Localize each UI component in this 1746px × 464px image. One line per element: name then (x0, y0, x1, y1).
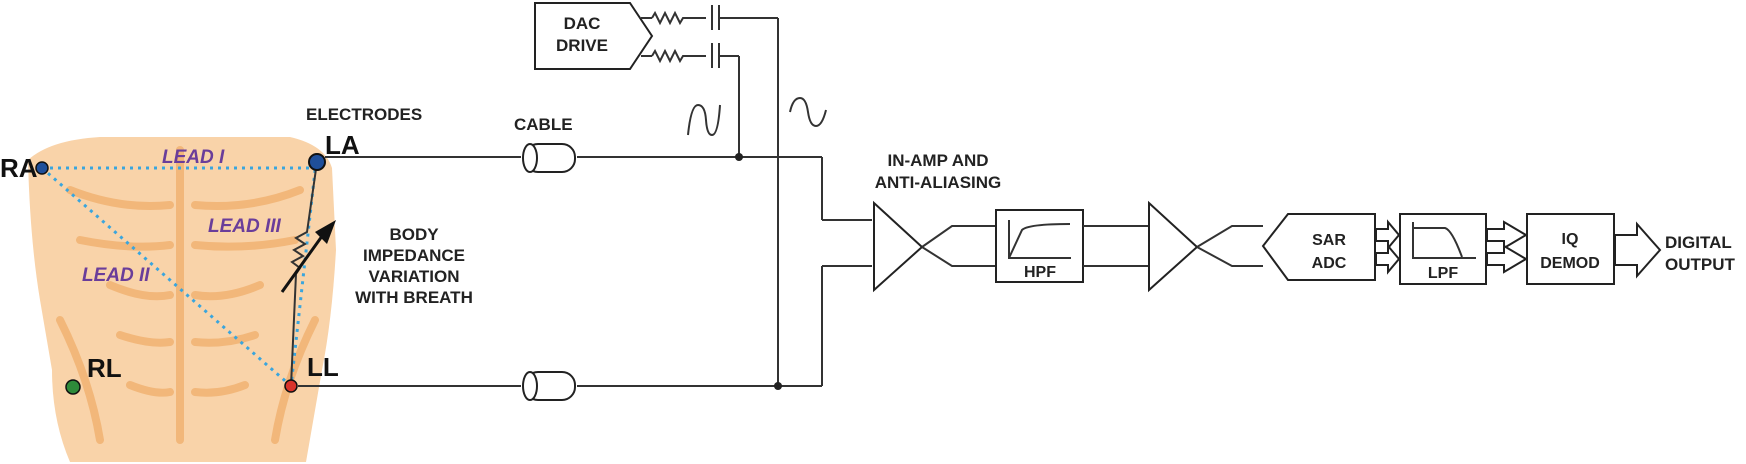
bus-arrow-icon (1375, 219, 1401, 251)
inamp-triangle-icon (873, 200, 924, 293)
lead-ii-label: LEAD II (82, 265, 150, 286)
lpf-block: LPF (1399, 213, 1487, 285)
junction-top-icon (735, 153, 743, 161)
bus-arrow-icon-4 (1486, 244, 1528, 274)
svg-text:IMPEDANCE: IMPEDANCE (363, 246, 465, 265)
electrode-la-icon (308, 153, 326, 171)
ra-label: RA (0, 153, 38, 183)
resistor-icon-2 (651, 48, 706, 64)
impedance-path (280, 161, 336, 387)
ll-label: LL (307, 352, 339, 382)
cable-label: CABLE (514, 115, 573, 134)
svg-text:SAR: SAR (1312, 232, 1346, 249)
svg-text:VARIATION: VARIATION (369, 267, 460, 286)
inamp-label-line2: ANTI-ALIASING (875, 173, 1002, 192)
lead-i-label: LEAD I (162, 147, 225, 168)
bus-arrow-icon-2 (1375, 243, 1401, 275)
la-label: LA (325, 130, 360, 160)
dac-drive-block: DAC DRIVE (534, 2, 654, 70)
sar-adc-block: SAR ADC (1261, 213, 1376, 281)
svg-text:DRIVE: DRIVE (556, 36, 608, 55)
gain-amp-triangle-icon (1148, 200, 1199, 293)
cable-wiring (298, 18, 872, 401)
lead-iii-label: LEAD III (208, 216, 282, 237)
electrode-ra-icon (35, 161, 49, 175)
cable-top-icon (522, 143, 576, 173)
inamp-label-line1: IN-AMP AND (887, 151, 988, 170)
electrodes-label: ELECTRODES (306, 105, 422, 124)
output-arrow-icon (1614, 221, 1662, 279)
lead-lines (41, 161, 318, 388)
electrode-ll-icon (284, 379, 298, 393)
junction-bottom-icon (774, 382, 782, 390)
output-label-line1: DIGITAL (1665, 233, 1732, 252)
muscle-lines (56, 146, 319, 444)
hpf-response-icon (1008, 220, 1071, 259)
svg-text:LPF: LPF (1428, 265, 1458, 282)
dac-output-network (641, 5, 778, 68)
body-impedance-label: BODY IMPEDANCE VARIATION WITH BREATH (355, 225, 473, 307)
torso (28, 137, 336, 462)
svg-text:IQ: IQ (1562, 231, 1579, 248)
lead-iii-line (289, 161, 318, 387)
svg-text:ADC: ADC (1312, 255, 1347, 272)
sine-wave-icon (687, 103, 721, 137)
svg-text:BODY: BODY (389, 225, 439, 244)
output-label-line2: OUTPUT (1665, 255, 1736, 274)
iq-demod-block: IQ DEMOD (1526, 213, 1615, 285)
bus-arrow-icon-3 (1486, 220, 1528, 250)
lpf-response-icon (1412, 222, 1476, 259)
rl-label: RL (87, 353, 122, 383)
electrode-rl-icon (65, 379, 81, 395)
hpf-block: HPF (995, 209, 1084, 283)
svg-text:DEMOD: DEMOD (1540, 255, 1600, 272)
sine-wave-icon-2 (789, 96, 827, 128)
resistor-icon (651, 10, 706, 26)
svg-text:WITH BREATH: WITH BREATH (355, 288, 473, 307)
svg-text:DAC: DAC (564, 14, 601, 33)
variation-arrow-icon (315, 220, 336, 244)
svg-text:HPF: HPF (1024, 264, 1056, 281)
cable-bottom-icon (522, 371, 576, 401)
